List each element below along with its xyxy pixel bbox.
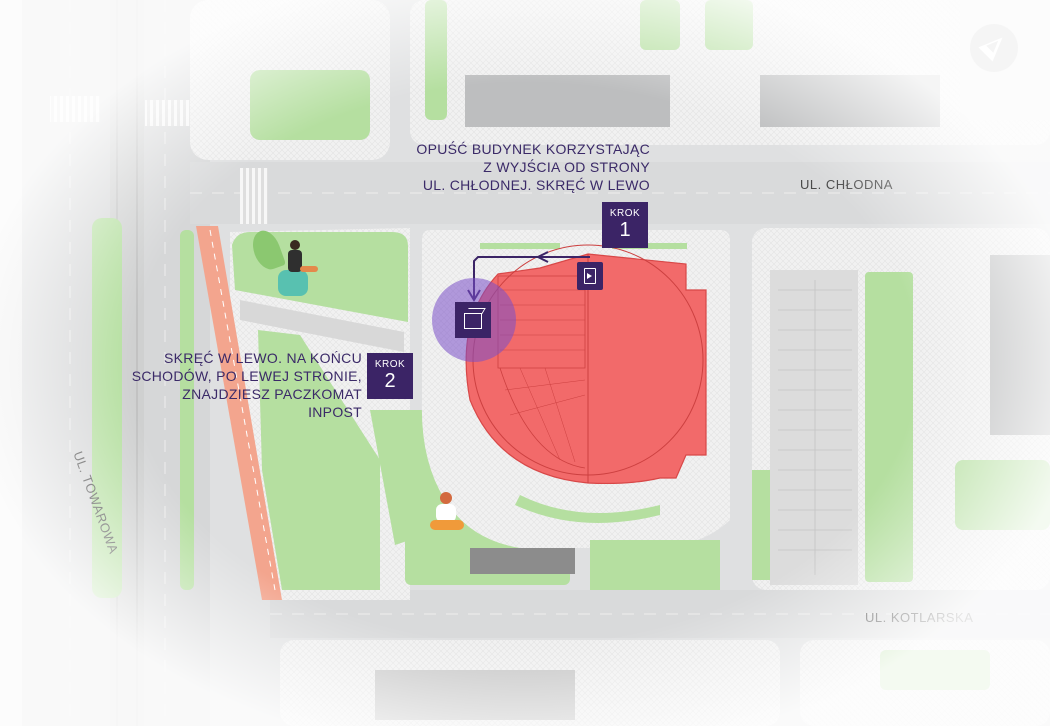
grass-area (865, 272, 913, 582)
crosswalk (50, 96, 100, 122)
crosswalk (145, 100, 190, 126)
person-reading-illustration (420, 488, 470, 534)
ramp (470, 548, 575, 574)
step-1-word: KROK (609, 208, 641, 219)
step-1-number: 1 (619, 219, 631, 241)
exit-door-icon (577, 262, 603, 290)
step-2-number: 2 (384, 370, 396, 392)
grass-area (640, 0, 680, 50)
parcel-locker-icon[interactable] (455, 302, 491, 338)
building-roof (465, 75, 670, 127)
grass-area (705, 0, 753, 50)
street-label-chlodna: UL. CHŁODNA (800, 177, 893, 192)
building-roof (760, 75, 940, 127)
step-1-description: OPUŚĆ BUDYNEK KORZYSTAJĄC Z WYJŚCIA OD S… (416, 141, 650, 193)
grass-area (880, 650, 990, 690)
grass-area (250, 70, 370, 140)
step-1-box: KROK 1 (602, 202, 648, 248)
street-label-kotlarska: UL. KOTLARSKA (865, 610, 974, 625)
north-arrow-icon[interactable] (970, 24, 1018, 72)
step-2-box: KROK 2 (367, 353, 413, 399)
building-roof (375, 670, 575, 720)
step-2-description: SKRĘĆ W LEWO. NA KOŃCU SCHODÓW, PO LEWEJ… (131, 350, 362, 420)
person-sitting-illustration (247, 226, 322, 298)
building-roof (990, 255, 1050, 435)
crosswalk (240, 168, 268, 224)
parking-lot (770, 270, 858, 585)
step-2-word: KROK (374, 359, 406, 370)
grass-area (425, 0, 447, 120)
grass-area (955, 460, 1050, 530)
